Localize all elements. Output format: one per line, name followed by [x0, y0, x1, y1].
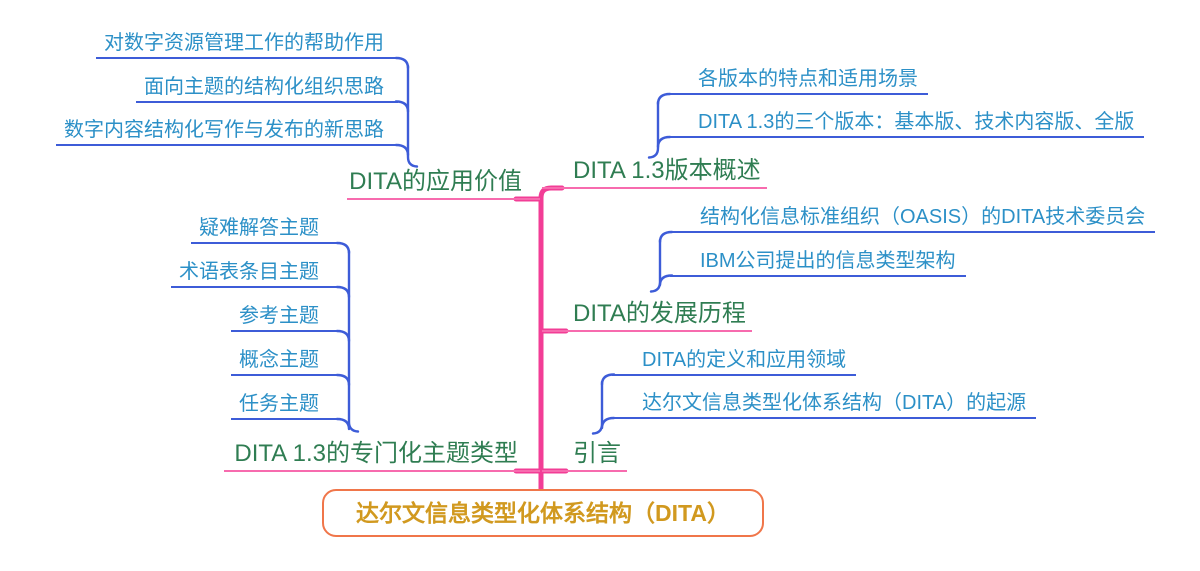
subtopic[interactable]: 任务主题	[231, 390, 339, 420]
subtopic[interactable]: DITA 1.3的三个版本：基本版、技术内容版、全版	[668, 108, 1145, 138]
subtopic[interactable]: IBM公司提出的信息类型架构	[670, 247, 966, 277]
subtopic[interactable]: 对数字资源管理工作的帮助作用	[96, 29, 398, 59]
subtopic[interactable]: 结构化信息标准组织（OASIS）的DITA技术委员会	[670, 203, 1156, 233]
subtopic[interactable]: DITA的定义和应用领域	[612, 346, 857, 376]
topic-introduction[interactable]: 引言	[542, 440, 627, 472]
topic-development-history[interactable]: DITA的发展历程	[542, 300, 752, 332]
subtopic[interactable]: 数字内容结构化写作与发布的新思路	[56, 116, 398, 146]
subtopic[interactable]: 面向主题的结构化组织思路	[136, 73, 398, 103]
central-topic[interactable]: 达尔文信息类型化体系结构（DITA）	[322, 489, 764, 537]
subtopic[interactable]: 术语表条目主题	[171, 258, 339, 288]
topic-application-value[interactable]: DITA的应用价值	[347, 168, 540, 200]
topic-version-overview[interactable]: DITA 1.3版本概述	[542, 157, 767, 189]
subtopic[interactable]: 达尔文信息类型化体系结构（DITA）的起源	[612, 389, 1037, 419]
subtopic[interactable]: 参考主题	[231, 302, 339, 332]
subtopic[interactable]: 各版本的特点和适用场景	[668, 65, 928, 95]
subtopic-rails	[335, 56, 674, 435]
topic-specialized-topic-types[interactable]: DITA 1.3的专门化主题类型	[224, 440, 540, 472]
subtopic[interactable]: 疑难解答主题	[191, 214, 339, 244]
subtopic[interactable]: 概念主题	[231, 346, 339, 376]
